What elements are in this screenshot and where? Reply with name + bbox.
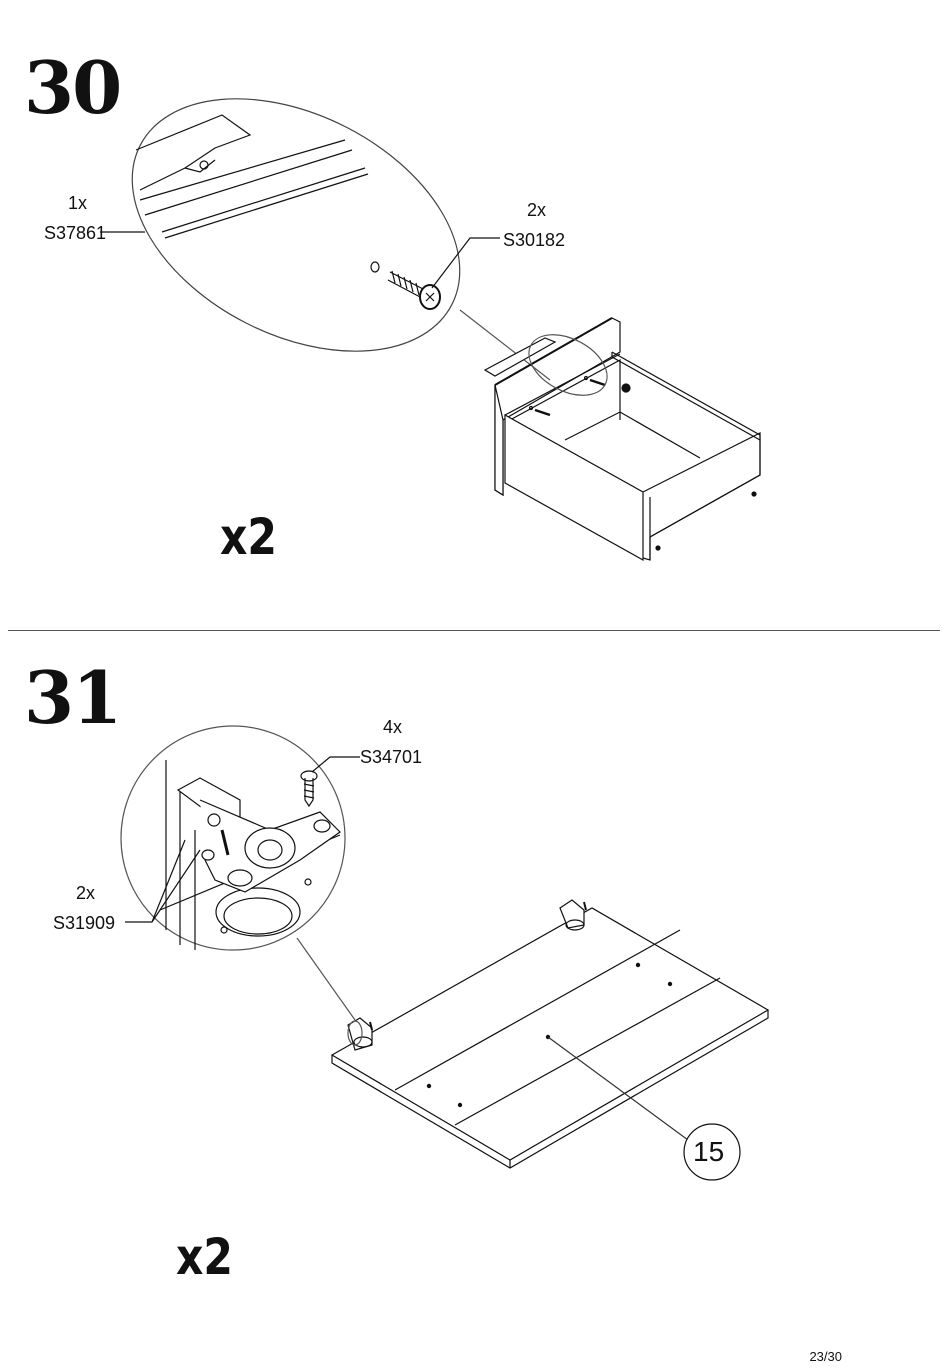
step-30-number: 30: [24, 45, 122, 130]
panel-15: [330, 899, 770, 1181]
step-31-number: 31: [24, 655, 122, 740]
part-code-s34701: S34701: [360, 747, 423, 767]
part-qty-s30182: 2x: [527, 200, 547, 220]
drawer-box: [483, 317, 761, 562]
step-30-detail-callout: [100, 98, 551, 381]
step-30-multiplier: x2: [220, 508, 277, 566]
part-15-label: 15: [693, 1136, 725, 1167]
part-code-s31909: S31909: [53, 913, 116, 933]
step-31-multiplier: x2: [176, 1228, 233, 1286]
page-number: 23/30: [809, 1349, 842, 1364]
part-code-s37861: S37861: [44, 223, 107, 243]
part-qty-s34701: 4x: [383, 717, 403, 737]
part-qty-s37861: 1x: [68, 193, 88, 213]
step-31-detail-callout: [120, 725, 360, 1021]
part-code-s30182: S30182: [503, 230, 566, 250]
part-qty-s31909: 2x: [76, 883, 96, 903]
step-divider: [8, 630, 940, 631]
